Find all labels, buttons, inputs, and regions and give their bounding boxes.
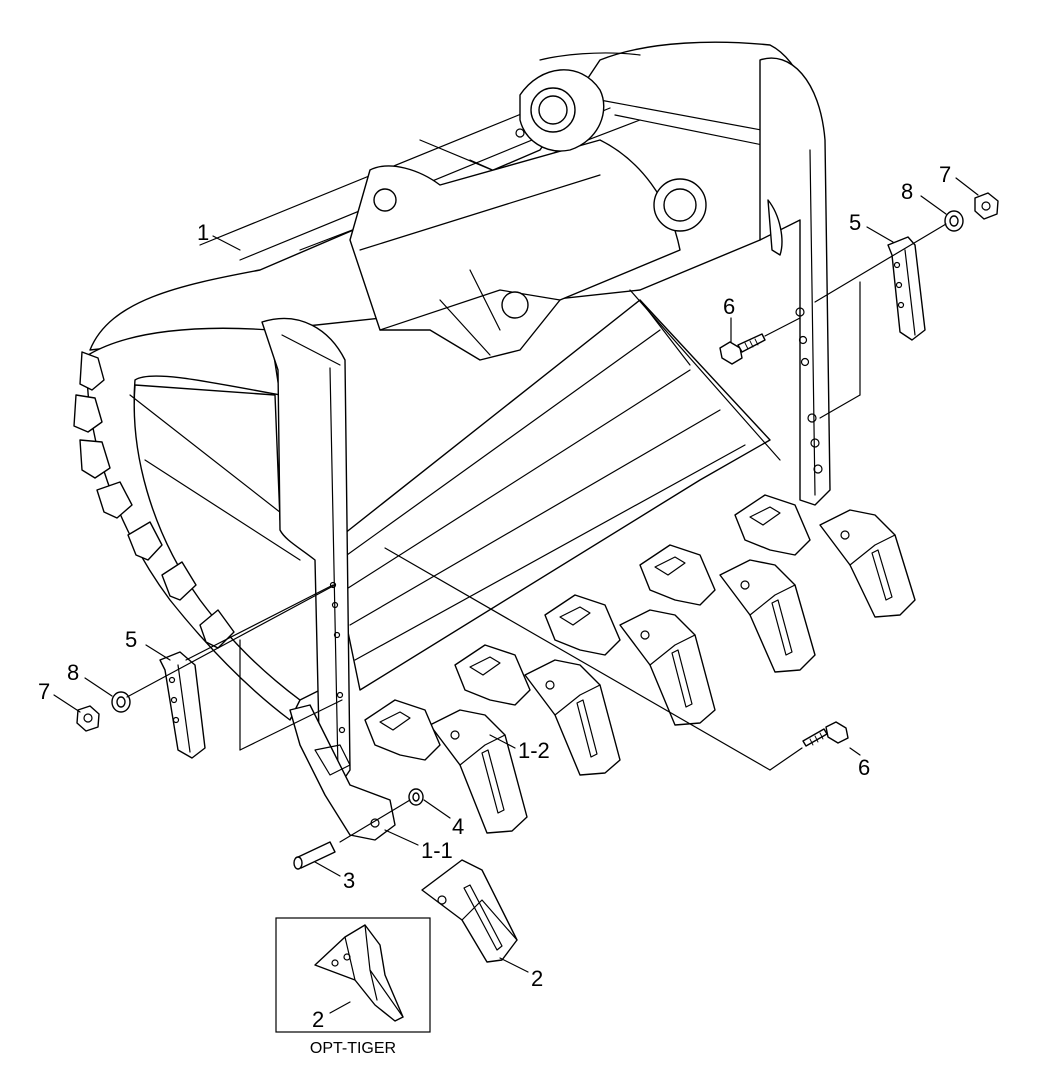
callout-adapter-center: 1-2 bbox=[518, 738, 550, 763]
tooth-4 bbox=[524, 659, 621, 776]
callout-pin: 3 bbox=[343, 868, 355, 893]
callout-nut-left: 7 bbox=[38, 679, 50, 704]
side-cutter-right bbox=[887, 236, 926, 341]
callout-washer-left: 8 bbox=[67, 660, 79, 685]
callout-tooth-standard: 2 bbox=[531, 966, 543, 991]
callout-side-cutter-left: 5 bbox=[125, 627, 137, 652]
tooth-tiger bbox=[314, 924, 404, 1022]
tooth-standard bbox=[421, 859, 518, 963]
corner-adapter bbox=[289, 704, 396, 841]
adapter-5 bbox=[364, 699, 441, 761]
adapter-3 bbox=[544, 594, 621, 656]
tooth-3 bbox=[619, 609, 716, 726]
adapter-1 bbox=[734, 494, 811, 556]
lock-washer bbox=[408, 788, 424, 806]
tooth-5 bbox=[429, 709, 528, 834]
leader-lines bbox=[53, 177, 979, 1014]
callout-tooth-tiger: 2 bbox=[312, 1007, 324, 1032]
adapter-4 bbox=[454, 644, 531, 706]
option-caption: OPT-TIGER bbox=[310, 1040, 396, 1057]
washer-right bbox=[944, 210, 964, 232]
callout-bolt-top: 6 bbox=[723, 294, 735, 319]
option-box bbox=[275, 917, 431, 1033]
tooth-1 bbox=[819, 509, 916, 618]
tooth-2 bbox=[719, 559, 816, 673]
callout-bolt-bottom: 6 bbox=[858, 755, 870, 780]
callout-side-cutter-right: 5 bbox=[849, 210, 861, 235]
pin bbox=[293, 841, 336, 870]
adapter-row bbox=[289, 494, 916, 841]
nut-right bbox=[974, 192, 999, 220]
side-cutter-left bbox=[159, 651, 206, 759]
callout-lock-washer: 4 bbox=[452, 814, 464, 839]
bucket-body bbox=[73, 41, 831, 786]
callout-adapter-corner: 1-1 bbox=[421, 838, 453, 863]
callout-labels: 1 5 8 7 7 8 5 6 6 1-2 4 1-1 3 2 2 OPT-TI… bbox=[38, 162, 951, 1057]
adapter-2 bbox=[639, 544, 716, 606]
bolt-bottom bbox=[802, 721, 849, 747]
bolt-top bbox=[719, 333, 766, 365]
callout-bucket: 1 bbox=[197, 220, 209, 245]
washer-left bbox=[111, 691, 131, 713]
nut-left bbox=[76, 705, 100, 732]
callout-washer-right: 8 bbox=[901, 179, 913, 204]
callout-nut-right: 7 bbox=[939, 162, 951, 187]
